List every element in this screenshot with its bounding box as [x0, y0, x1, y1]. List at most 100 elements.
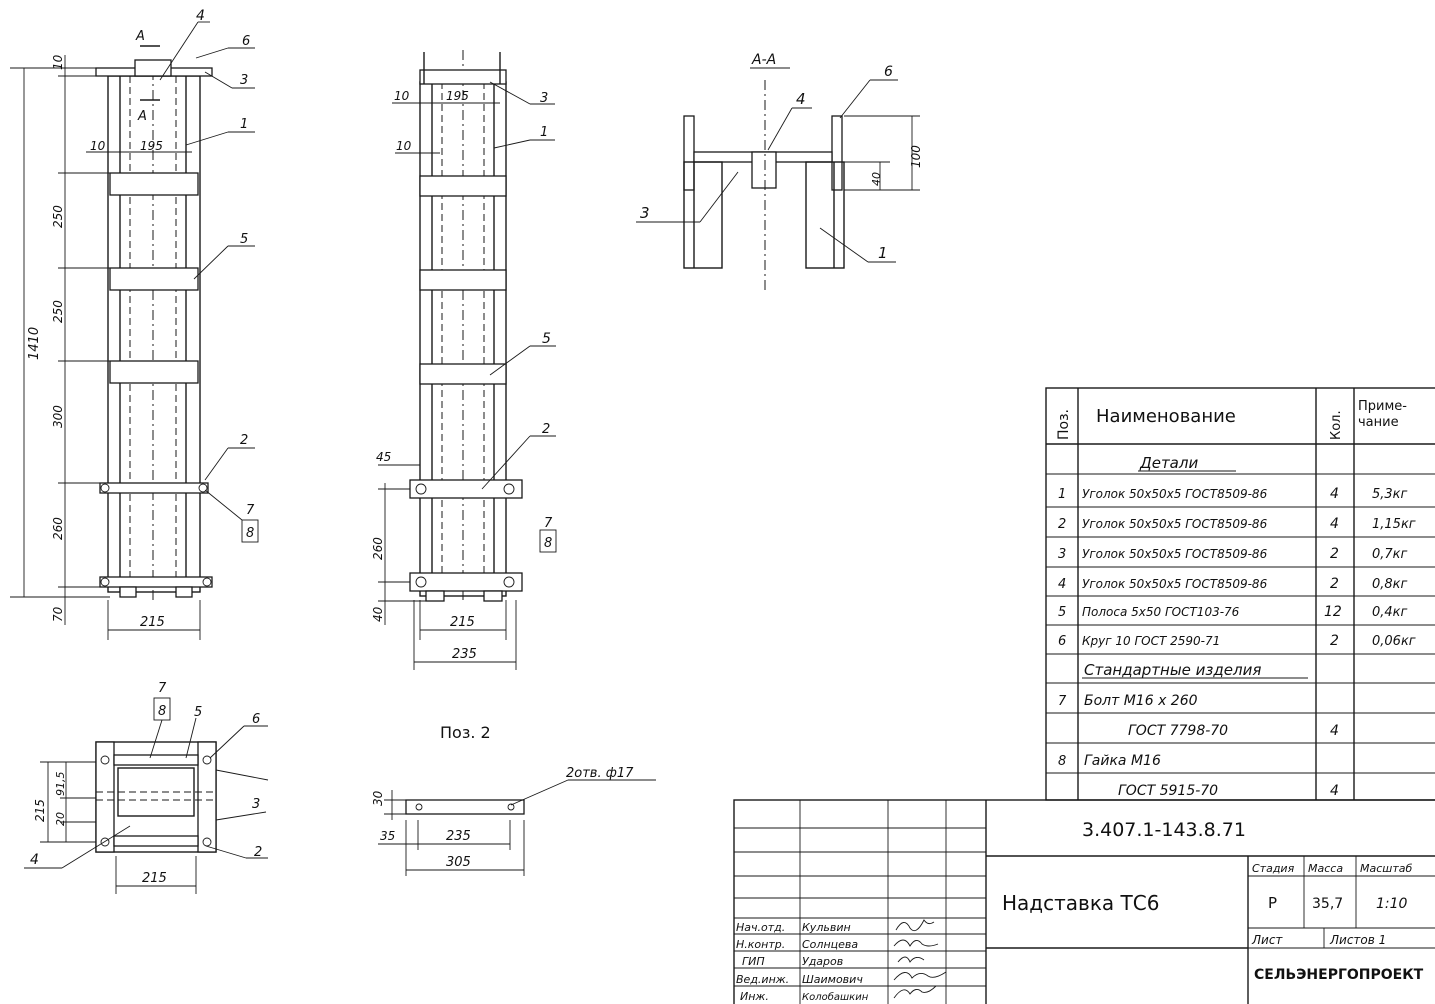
- svg-text:45: 45: [376, 450, 391, 464]
- strip-pos5: [419, 175, 507, 197]
- svg-text:5: 5: [240, 232, 248, 247]
- svg-text:Уголок 50х50х5 ГОСТ8509-86: Уголок 50х50х5 ГОСТ8509-86: [1082, 487, 1268, 501]
- svg-text:Полоса 5х50 ГОСТ103-76: Полоса 5х50 ГОСТ103-76: [1082, 605, 1240, 619]
- svg-text:0,8кг: 0,8кг: [1372, 577, 1408, 592]
- svg-text:8: 8: [246, 526, 254, 541]
- svg-text:260: 260: [51, 517, 65, 540]
- svg-text:2отв. ф17: 2отв. ф17: [566, 766, 634, 781]
- svg-text:Ударов: Ударов: [802, 955, 843, 968]
- svg-text:235: 235: [446, 829, 471, 844]
- svg-text:5: 5: [1058, 605, 1066, 620]
- svg-text:0,06кг: 0,06кг: [1372, 634, 1416, 649]
- svg-text:1: 1: [540, 125, 548, 140]
- svg-text:1: 1: [878, 244, 888, 262]
- svg-text:ГОСТ 5915-70: ГОСТ 5915-70: [1118, 783, 1218, 799]
- svg-text:215: 215: [33, 799, 47, 822]
- svg-text:ГИП: ГИП: [742, 955, 765, 968]
- spec-row: 2 Уголок 50х50х5 ГОСТ8509-86 4 1,15кг: [1058, 516, 1416, 532]
- svg-text:6: 6: [252, 712, 260, 727]
- svg-text:1:10: 1:10: [1376, 896, 1408, 912]
- svg-text:ГОСТ 7798-70: ГОСТ 7798-70: [1128, 723, 1228, 739]
- svg-text:Солнцева: Солнцева: [802, 938, 858, 951]
- svg-text:260: 260: [371, 537, 385, 560]
- svg-text:250: 250: [51, 300, 65, 323]
- svg-text:0,4кг: 0,4кг: [1372, 605, 1408, 620]
- svg-text:2: 2: [1330, 576, 1339, 592]
- svg-text:5,3кг: 5,3кг: [1372, 487, 1408, 502]
- svg-text:1: 1: [1058, 487, 1066, 502]
- svg-text:6: 6: [242, 34, 250, 49]
- svg-text:Вед.инж.: Вед.инж.: [736, 973, 789, 986]
- svg-text:A: A: [135, 29, 145, 44]
- spec-row: 6 Круг 10 ГОСТ 2590-71 2 0,06кг: [1058, 633, 1416, 649]
- spec-row: 1 Уголок 50х50х5 ГОСТ8509-86 4 5,3кг: [1058, 486, 1408, 502]
- svg-text:Уголок 50х50х5 ГОСТ8509-86: Уголок 50х50х5 ГОСТ8509-86: [1082, 517, 1268, 531]
- svg-text:195: 195: [140, 139, 163, 153]
- svg-text:6: 6: [1058, 634, 1066, 649]
- svg-text:2: 2: [1330, 633, 1339, 649]
- plan-view: 215 91,5 20 215 7 8 5 6 3 2 4: [24, 681, 269, 894]
- svg-text:4: 4: [1330, 516, 1339, 532]
- section-title: А-А: [751, 52, 776, 68]
- svg-text:2: 2: [1058, 517, 1066, 532]
- header-qty: Кол.: [1329, 410, 1344, 440]
- header-note: Приме-чание: [1358, 399, 1407, 430]
- svg-text:Круг 10 ГОСТ 2590-71: Круг 10 ГОСТ 2590-71: [1082, 634, 1220, 648]
- svg-text:4: 4: [796, 90, 806, 108]
- svg-text:Н.контр.: Н.контр.: [736, 938, 785, 951]
- document-name: Надставка ТС6: [1002, 891, 1159, 915]
- header-name: Наименование: [1096, 406, 1236, 427]
- svg-text:250: 250: [51, 205, 65, 228]
- svg-text:35,7: 35,7: [1312, 896, 1343, 912]
- spec-row: ГОСТ 5915-70 4: [1118, 783, 1339, 799]
- svg-text:5: 5: [542, 331, 551, 347]
- document-code: 3.407.1-143.8.71: [1082, 819, 1246, 841]
- section-a-a: А-А 100 40 6 4 3 1: [636, 52, 923, 290]
- svg-text:Стадия: Стадия: [1252, 862, 1295, 875]
- svg-text:2: 2: [1330, 546, 1339, 562]
- svg-text:1410: 1410: [27, 327, 42, 360]
- signature: [893, 919, 947, 999]
- svg-text:40: 40: [371, 606, 385, 622]
- svg-text:7: 7: [158, 681, 167, 696]
- strip-pos5: [109, 172, 199, 196]
- svg-text:1,15кг: 1,15кг: [1372, 517, 1416, 532]
- svg-text:7: 7: [544, 516, 553, 531]
- svg-text:70: 70: [51, 606, 65, 622]
- section-standard: Стандартные изделия: [1084, 661, 1261, 679]
- svg-text:8: 8: [544, 536, 552, 551]
- organization: СЕЛЬЭНЕРГОПРОЕКТ: [1254, 967, 1424, 983]
- svg-text:4: 4: [1330, 783, 1339, 799]
- strip-pos5: [109, 360, 199, 384]
- svg-text:Уголок 50х50х5 ГОСТ8509-86: Уголок 50х50х5 ГОСТ8509-86: [1082, 547, 1268, 561]
- spec-row: ГОСТ 7798-70 4: [1128, 723, 1339, 739]
- svg-text:5: 5: [194, 705, 202, 720]
- svg-text:3: 3: [540, 91, 548, 106]
- svg-text:Р: Р: [1268, 894, 1277, 912]
- svg-text:1: 1: [240, 117, 248, 132]
- svg-text:Листов 1: Листов 1: [1329, 933, 1386, 947]
- svg-text:Нач.отд.: Нач.отд.: [736, 921, 785, 934]
- svg-text:4: 4: [1058, 577, 1066, 592]
- svg-text:4: 4: [1330, 723, 1339, 739]
- svg-text:Шаимович: Шаимович: [802, 973, 863, 986]
- svg-text:10: 10: [396, 139, 412, 153]
- svg-text:3: 3: [640, 204, 650, 222]
- spec-row: 8 Гайка М16: [1058, 753, 1161, 769]
- svg-text:215: 215: [450, 615, 475, 630]
- svg-text:Гайка М16: Гайка М16: [1084, 753, 1161, 769]
- svg-text:4: 4: [1330, 486, 1339, 502]
- svg-text:3: 3: [1058, 547, 1066, 562]
- svg-text:300: 300: [51, 405, 65, 428]
- svg-text:30: 30: [371, 790, 385, 806]
- elevation-1: A A 1410 10 250 250 300 260 70 10 195 21…: [10, 8, 259, 640]
- pos2-detail: Поз. 2 2отв. ф17 30 35 235 305: [371, 723, 656, 876]
- svg-text:Масса: Масса: [1308, 862, 1343, 875]
- svg-text:2: 2: [240, 433, 248, 448]
- svg-text:91,5: 91,5: [54, 772, 67, 797]
- title-block: 3.407.1-143.8.71 Надставка ТС6 Стадия Ма…: [733, 799, 1435, 1004]
- svg-text:35: 35: [380, 829, 395, 843]
- svg-text:215: 215: [140, 615, 165, 630]
- spec-row: 5 Полоса 5х50 ГОСТ103-76 12 0,4кг: [1058, 604, 1408, 620]
